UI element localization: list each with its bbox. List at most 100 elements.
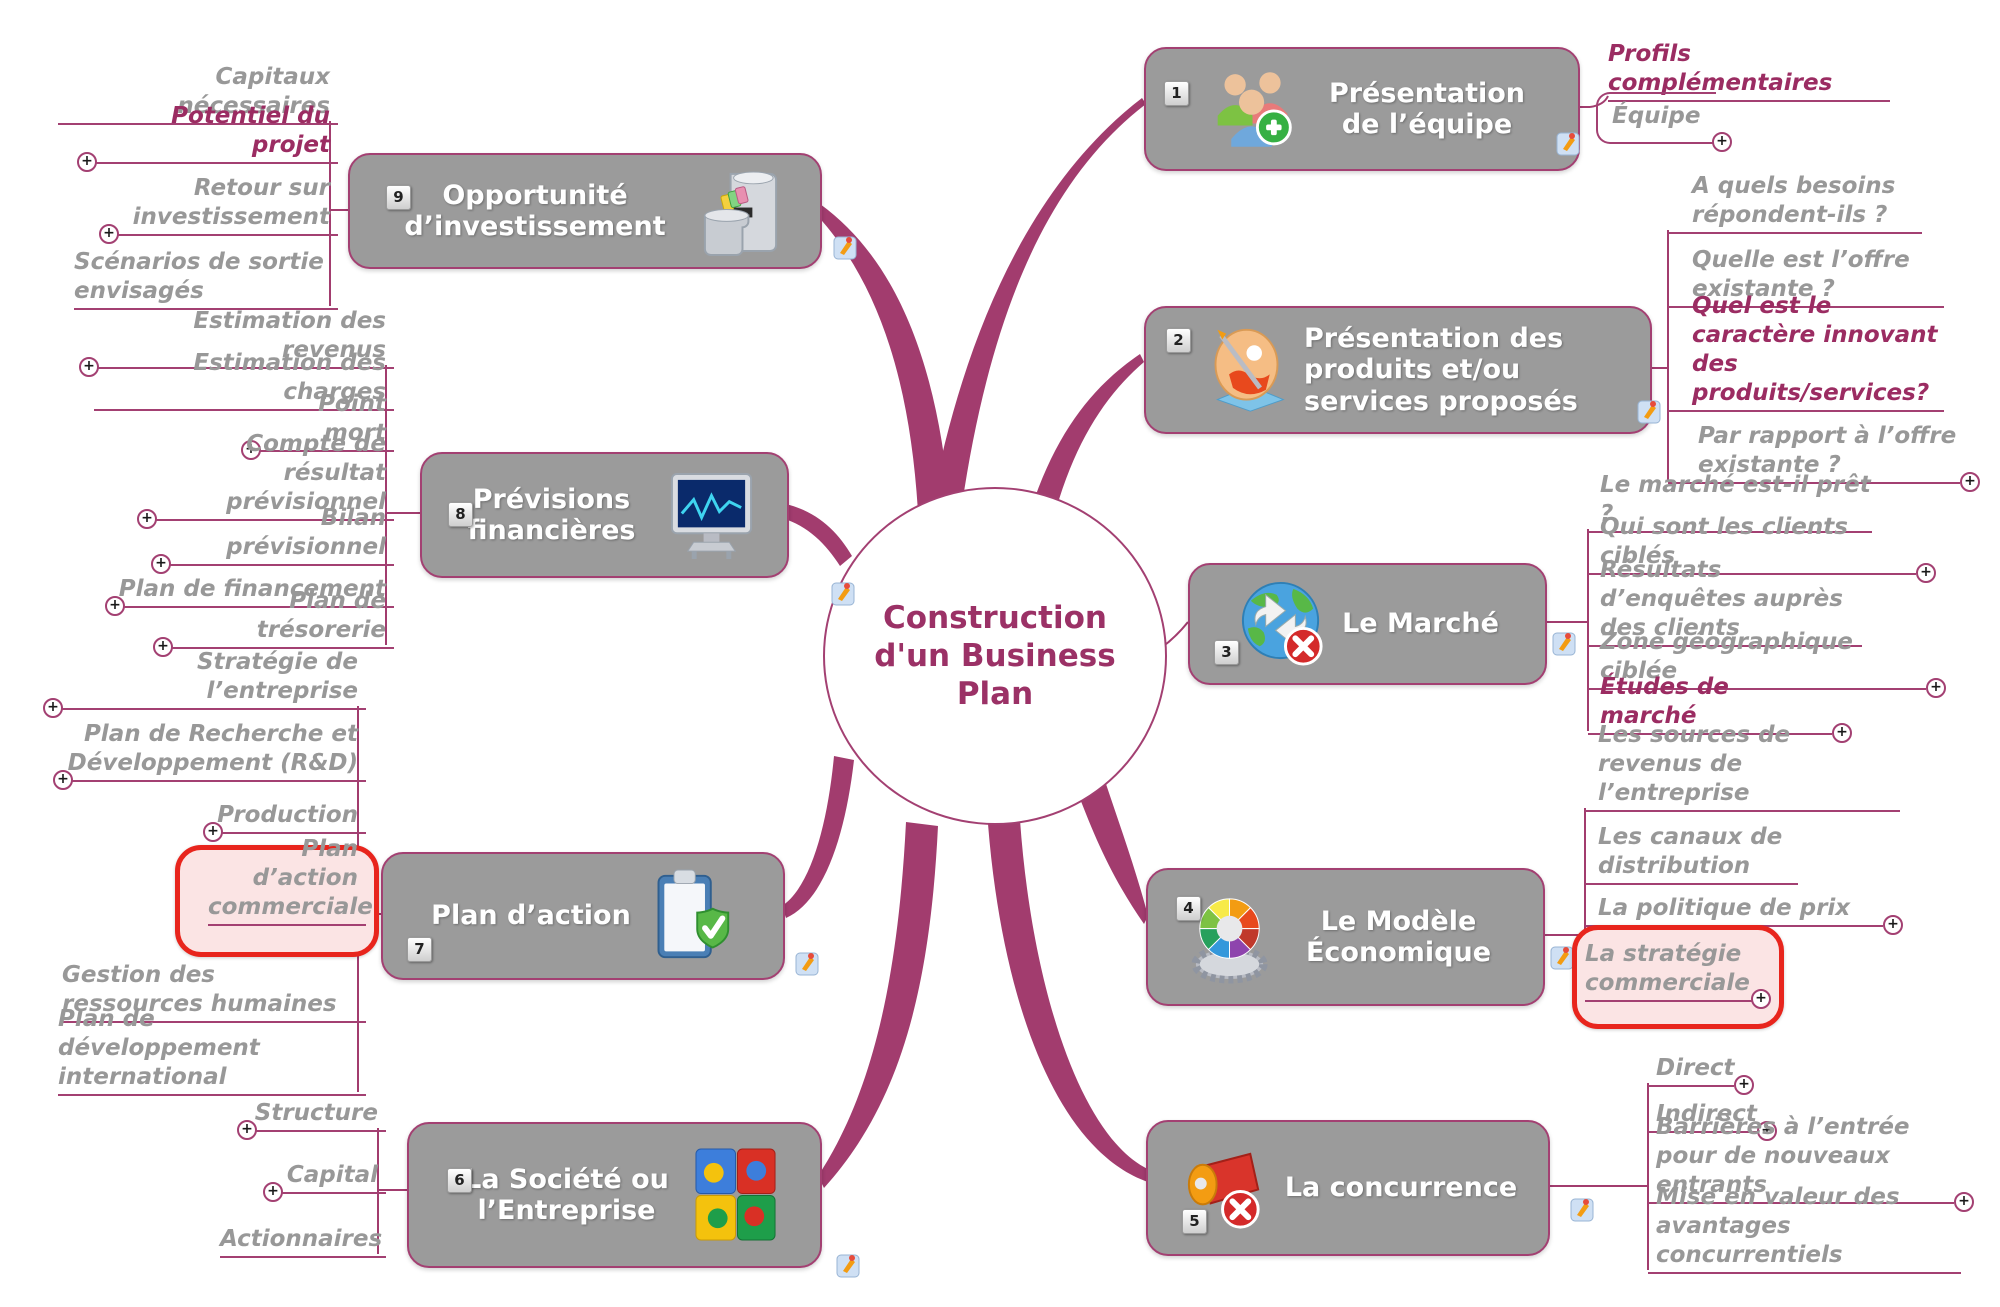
expand-icon[interactable]: +: [99, 224, 119, 244]
central-topic-title: Construction d'un Business Plan: [874, 600, 1116, 712]
subtopic-sources-revenus[interactable]: Les sources de revenus de l’entreprise: [1585, 722, 1900, 812]
expand-icon[interactable]: +: [79, 357, 99, 377]
node-le-marche[interactable]: 3 Le Marché: [1188, 563, 1547, 685]
expand-icon[interactable]: +: [263, 1182, 283, 1202]
expand-icon[interactable]: +: [1916, 563, 1936, 583]
node-opportunite-investissement[interactable]: 9 Opportunité d’investissement: [348, 153, 822, 269]
note-icon[interactable]: [1552, 630, 1577, 657]
subtopic-estimation-charges[interactable]: Estimation des charges: [94, 350, 394, 411]
branch-number-badge: 8: [448, 502, 473, 527]
expand-icon[interactable]: +: [153, 637, 173, 657]
branch-number-badge: 5: [1182, 1209, 1207, 1234]
subtopic-production[interactable]: Production +: [203, 795, 366, 842]
subtopic-recherche-developpement[interactable]: Plan de Recherche et Développement (R&D)…: [53, 714, 366, 790]
monitor-chart-icon: [670, 472, 752, 560]
subtopic-zone-geographique[interactable]: Zone géographique ciblée +: [1588, 629, 1946, 698]
subtopic-politique-prix[interactable]: La politique de prix +: [1585, 888, 1903, 935]
node-plan-action[interactable]: 7 Plan d’action: [381, 852, 785, 980]
node-label: Le Modèle Économique: [1305, 905, 1492, 968]
note-icon[interactable]: [833, 234, 858, 261]
expand-icon[interactable]: +: [1954, 1192, 1974, 1212]
subtopic-equipe[interactable]: Équipe +: [1596, 92, 1732, 152]
branch-number-badge: 1: [1164, 81, 1189, 106]
expand-icon[interactable]: +: [151, 554, 171, 574]
subtopic-offre-existante[interactable]: Quelle est l’offre existante ?: [1668, 238, 1944, 308]
node-modele-economique[interactable]: 4 Le Modèle Économique: [1146, 868, 1545, 1006]
node-label: Présentation des produits et/ou services…: [1304, 323, 1578, 417]
expand-icon[interactable]: +: [241, 440, 261, 460]
subtopic-scenarios-sortie[interactable]: Scénarios de sortie envisagés: [74, 242, 338, 310]
expand-icon[interactable]: +: [77, 152, 97, 172]
node-presentation-produits[interactable]: 2 Présentation des produits et/ou servic…: [1144, 306, 1652, 434]
node-previsions-financieres[interactable]: 8 Prévisions financières: [420, 452, 789, 578]
expand-icon[interactable]: +: [1926, 678, 1946, 698]
expand-icon[interactable]: +: [105, 596, 125, 616]
subtopic-caractere-innovant[interactable]: Quel est le caractère innovant des produ…: [1668, 293, 1944, 412]
subtopic-clients-cibles[interactable]: Qui sont les clients ciblés +: [1588, 514, 1936, 583]
node-label: Opportunité d’investissement: [404, 179, 666, 242]
expand-icon[interactable]: +: [53, 770, 73, 790]
note-icon[interactable]: [831, 580, 856, 607]
subtopic-indirect[interactable]: Indirect +: [1648, 1094, 1777, 1141]
branch-number-badge: 7: [407, 937, 432, 962]
highlight-box-plan-action-commerciale: [175, 845, 379, 957]
expand-icon[interactable]: +: [1960, 472, 1980, 492]
subtopic-resultats-enquetes[interactable]: Résultats d’enquêtes auprès des clients: [1588, 557, 1862, 647]
subtopic-compte-resultat[interactable]: Compte de résultat prévisionnel +: [137, 431, 394, 529]
note-icon[interactable]: [795, 950, 820, 977]
subtopic-structure[interactable]: Structure +: [237, 1093, 386, 1140]
expand-icon[interactable]: +: [1832, 723, 1852, 743]
expand-icon[interactable]: +: [1751, 989, 1771, 1009]
subtopic-developpement-international[interactable]: Plan de développement international: [58, 1006, 366, 1096]
subtopic-plan-action-commerciale[interactable]: Plan d’action commerciale: [208, 836, 373, 926]
color-wheel-gear-icon: [1190, 898, 1268, 984]
subtopic-barrieres-entree[interactable]: Barrières à l’entrée pour de nouveaux en…: [1648, 1114, 1974, 1212]
subtopic-strategie-commerciale[interactable]: La stratégie commerciale +: [1585, 934, 1771, 1009]
node-label: Plan d’action: [431, 900, 631, 932]
subtopic-actionnaires[interactable]: Actionnaires: [220, 1219, 386, 1258]
node-label: Présentation de l’équipe: [1328, 77, 1526, 140]
expand-icon[interactable]: +: [1734, 1075, 1754, 1095]
subtopic-avantages-concurrentiels[interactable]: Mise en valeur des avantages concurrenti…: [1648, 1184, 1961, 1274]
note-icon[interactable]: [1637, 398, 1662, 425]
subtopic-gestion-rh[interactable]: Gestion des ressources humaines: [62, 955, 366, 1023]
subtopic-strategie-entreprise[interactable]: Stratégie de l’entreprise +: [43, 649, 366, 718]
subtopic-capitaux-necessaires[interactable]: Capitaux nécessaires: [58, 64, 338, 125]
branch-number-badge: 6: [447, 1168, 472, 1193]
subtopic-bilan-previsionnel[interactable]: Bilan prévisionnel +: [151, 505, 394, 574]
expand-icon[interactable]: +: [1712, 132, 1732, 152]
branch-number-badge: 3: [1214, 640, 1239, 665]
subtopic-canaux-distribution[interactable]: Les canaux de distribution: [1585, 815, 1798, 885]
subtopic-etudes-de-marche[interactable]: Études de marché +: [1588, 674, 1852, 743]
node-societe-entreprise[interactable]: 6 La Société ou l’Entreprise: [407, 1122, 822, 1268]
megaphone-icon: [1187, 1152, 1260, 1229]
subtopic-plan-financement[interactable]: Plan de financement +: [105, 569, 394, 616]
drawer-files-icon: [703, 171, 778, 256]
central-topic[interactable]: Construction d'un Business Plan: [823, 487, 1167, 825]
subtopic-besoins[interactable]: A quels besoins répondent-ils ?: [1668, 164, 1922, 234]
subtopic-plan-tresorerie[interactable]: Plan de trésorerie +: [153, 588, 394, 657]
subtopic-profils-complementaires[interactable]: Profils complémentaires: [1608, 41, 1890, 102]
subtopic-par-rapport-offre[interactable]: Par rapport à l’offre existante ? +: [1668, 414, 1980, 492]
note-icon[interactable]: [1556, 130, 1581, 157]
puzzle-icon: [694, 1148, 776, 1241]
subtopic-retour-investissement[interactable]: Retour sur investissement +: [99, 168, 338, 244]
node-label: La concurrence: [1284, 1172, 1518, 1204]
expand-icon[interactable]: +: [203, 822, 223, 842]
expand-icon[interactable]: +: [137, 509, 157, 529]
note-icon[interactable]: [1570, 1196, 1595, 1223]
node-presentation-equipe[interactable]: 1 Présentation de l’équipe: [1144, 47, 1580, 171]
subtopic-estimation-revenus[interactable]: Estimation des revenus +: [79, 308, 394, 377]
subtopic-direct[interactable]: Direct +: [1648, 1048, 1754, 1095]
expand-icon[interactable]: +: [1883, 915, 1903, 935]
expand-icon[interactable]: +: [1757, 1121, 1777, 1141]
subtopic-potentiel-projet[interactable]: Potentiel du projet +: [77, 103, 338, 172]
subtopic-point-mort[interactable]: Point mort +: [241, 391, 394, 460]
subtopic-marche-pret[interactable]: Le marché est-il prêt ?: [1588, 472, 1872, 533]
node-label: La Société ou l’Entreprise: [464, 1163, 669, 1226]
subtopic-capital[interactable]: Capital +: [263, 1155, 386, 1202]
note-icon[interactable]: [836, 1252, 861, 1279]
expand-icon[interactable]: +: [43, 698, 63, 718]
node-concurrence[interactable]: 5 La concurrence: [1146, 1120, 1550, 1256]
expand-icon[interactable]: +: [237, 1120, 257, 1140]
